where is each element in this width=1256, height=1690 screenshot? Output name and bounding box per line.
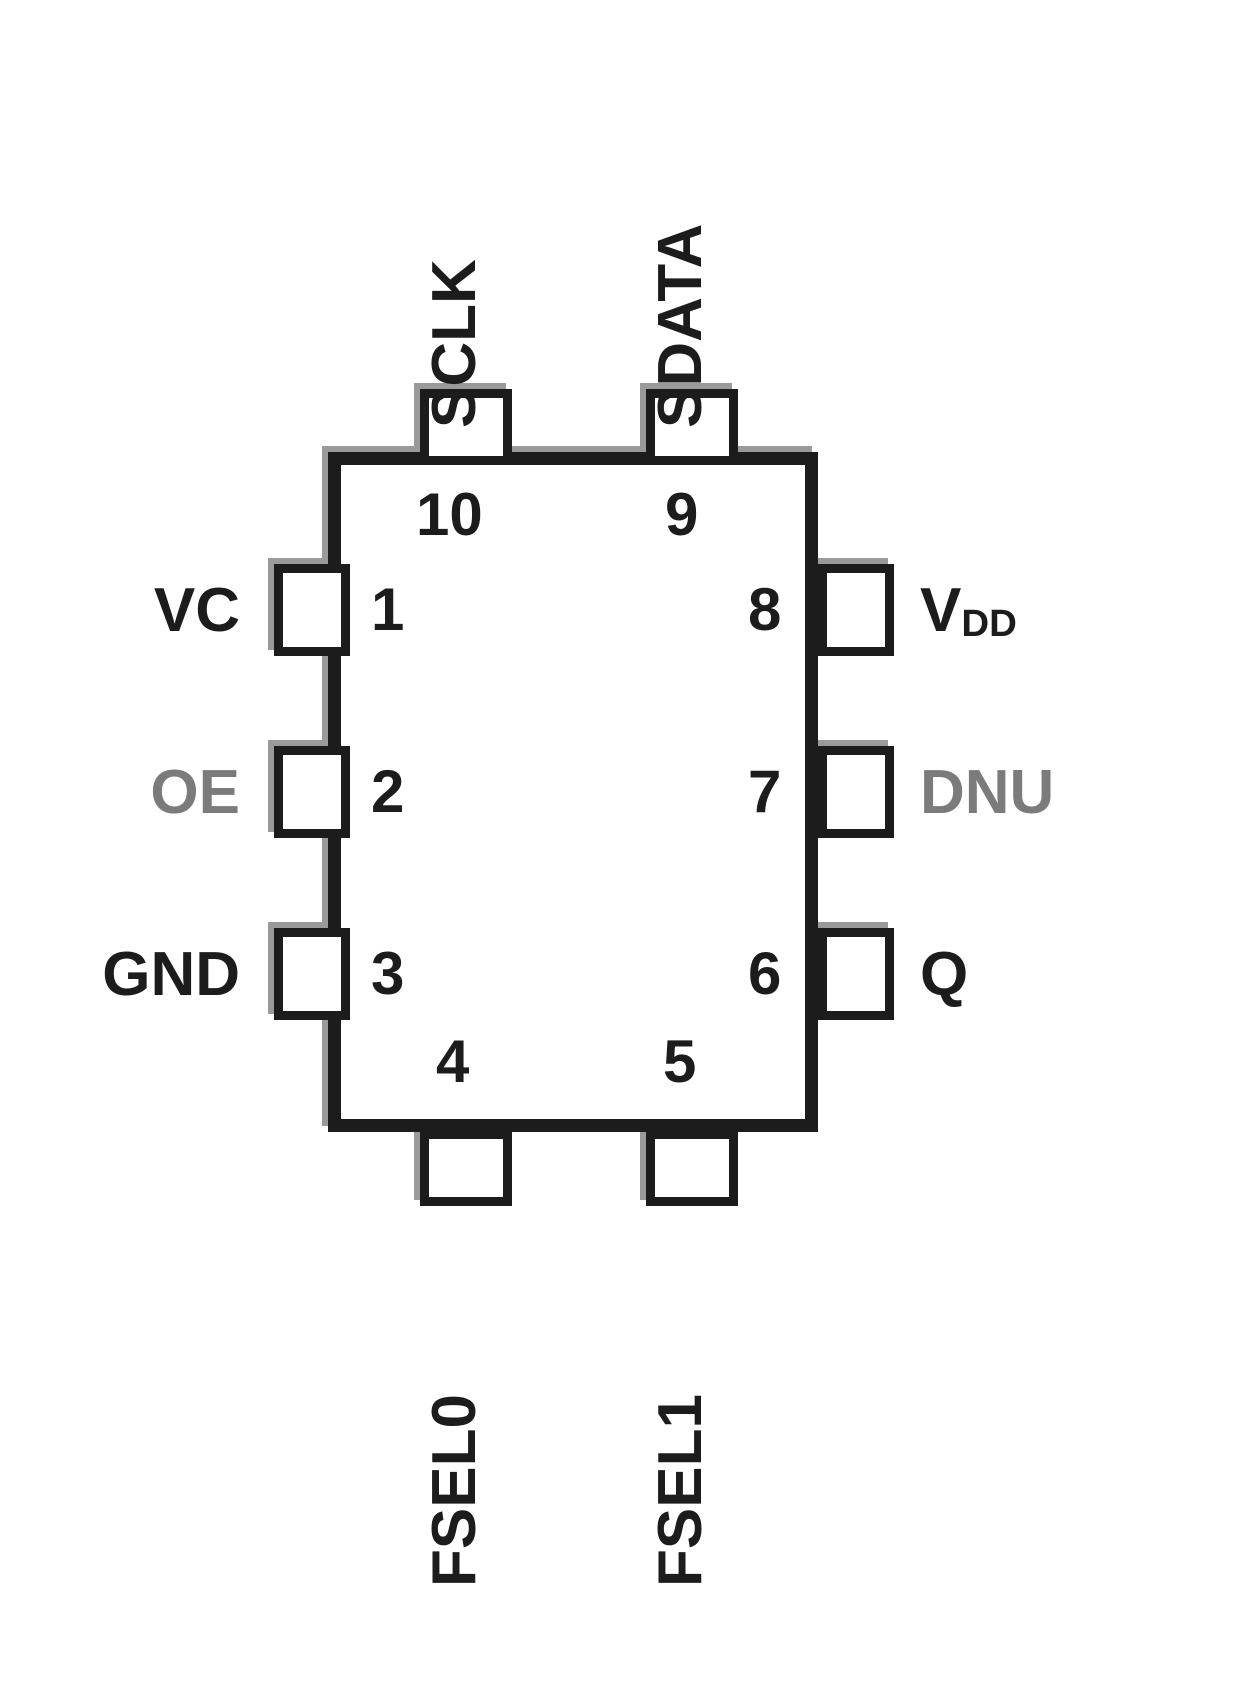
pin-number-7: 7 — [748, 758, 782, 825]
pin-5[interactable] — [646, 1130, 738, 1206]
pin-10[interactable] — [420, 389, 512, 465]
pin-label-gnd: GND — [102, 940, 240, 1009]
pin-6[interactable] — [818, 928, 894, 1020]
pin-label-oe: OE — [150, 758, 240, 827]
pin-number-3: 3 — [371, 940, 405, 1007]
pin-number-6: 6 — [748, 940, 782, 1007]
pin-label-sdata: SDATA — [646, 223, 715, 428]
pin-number-8: 8 — [748, 576, 782, 643]
pin-label-fsel1: FSEL1 — [646, 1394, 715, 1587]
pin-1[interactable] — [274, 564, 350, 656]
pin-4[interactable] — [420, 1130, 512, 1206]
pin-2[interactable] — [274, 746, 350, 838]
pin-9[interactable] — [646, 389, 738, 465]
pin-label-fsel0: FSEL0 — [420, 1394, 489, 1587]
pin-label-vdd: VDD — [920, 580, 1017, 645]
pin-label-vdd-subscript: DD — [961, 601, 1017, 645]
pin-7[interactable] — [818, 746, 894, 838]
pin-number-4: 4 — [436, 1028, 470, 1095]
pin-8[interactable] — [818, 564, 894, 656]
pin-number-5: 5 — [663, 1028, 697, 1095]
pin-number-1: 1 — [371, 576, 405, 643]
pin-label-dnu: DNU — [920, 758, 1055, 827]
pin-label-vc: VC — [153, 576, 240, 645]
pin-label-sclk: SCLK — [420, 259, 489, 428]
pin-number-9: 9 — [665, 481, 699, 548]
pin-label-q: Q — [920, 940, 969, 1009]
pin-number-10: 10 — [416, 481, 483, 548]
pin-label-vdd-main: V — [920, 576, 962, 645]
pin-3[interactable] — [274, 928, 350, 1020]
pin-number-2: 2 — [371, 758, 405, 825]
